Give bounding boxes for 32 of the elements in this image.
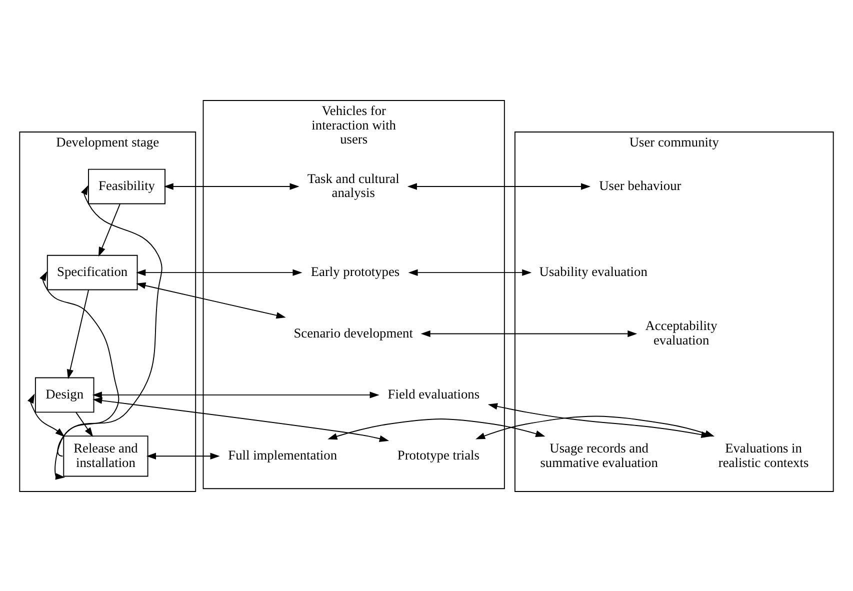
node-box: Release and installation: [63, 435, 148, 476]
arrow: [146, 452, 220, 459]
arrow: [40, 270, 120, 480]
arrow: [407, 182, 591, 190]
arrow: [66, 289, 90, 379]
arrow: [92, 391, 380, 398]
node-text: Prototype trials: [397, 447, 480, 462]
node-text: Usability evaluation: [539, 264, 648, 279]
arrow: [136, 268, 302, 276]
node-box: Feasibility: [88, 168, 166, 204]
arrow: [420, 330, 638, 337]
arrow: [92, 396, 390, 442]
node-text: Acceptability evaluation: [645, 318, 718, 347]
arrow: [488, 402, 711, 438]
node-text: Full implementation: [228, 447, 338, 462]
arrow: [136, 282, 286, 318]
arrow: [27, 393, 65, 436]
arrow: [57, 184, 162, 456]
arrow: [98, 203, 120, 256]
arrow: [328, 418, 546, 440]
node-text: Usage records and summative evaluation: [540, 440, 658, 470]
node-text: User behaviour: [599, 178, 682, 193]
arrow: [408, 268, 532, 276]
arrow: [76, 411, 94, 437]
node-box: Specification: [46, 254, 138, 290]
node-text: Field evaluations: [388, 386, 480, 401]
node-box: Design: [34, 376, 94, 412]
node-text: Scenario development: [294, 324, 413, 340]
node-text: Task and cultural analysis: [307, 170, 400, 200]
node-text: Early prototypes: [310, 264, 400, 279]
node-text: Evaluations in realistic contexts: [718, 440, 809, 470]
arrow: [164, 182, 300, 190]
